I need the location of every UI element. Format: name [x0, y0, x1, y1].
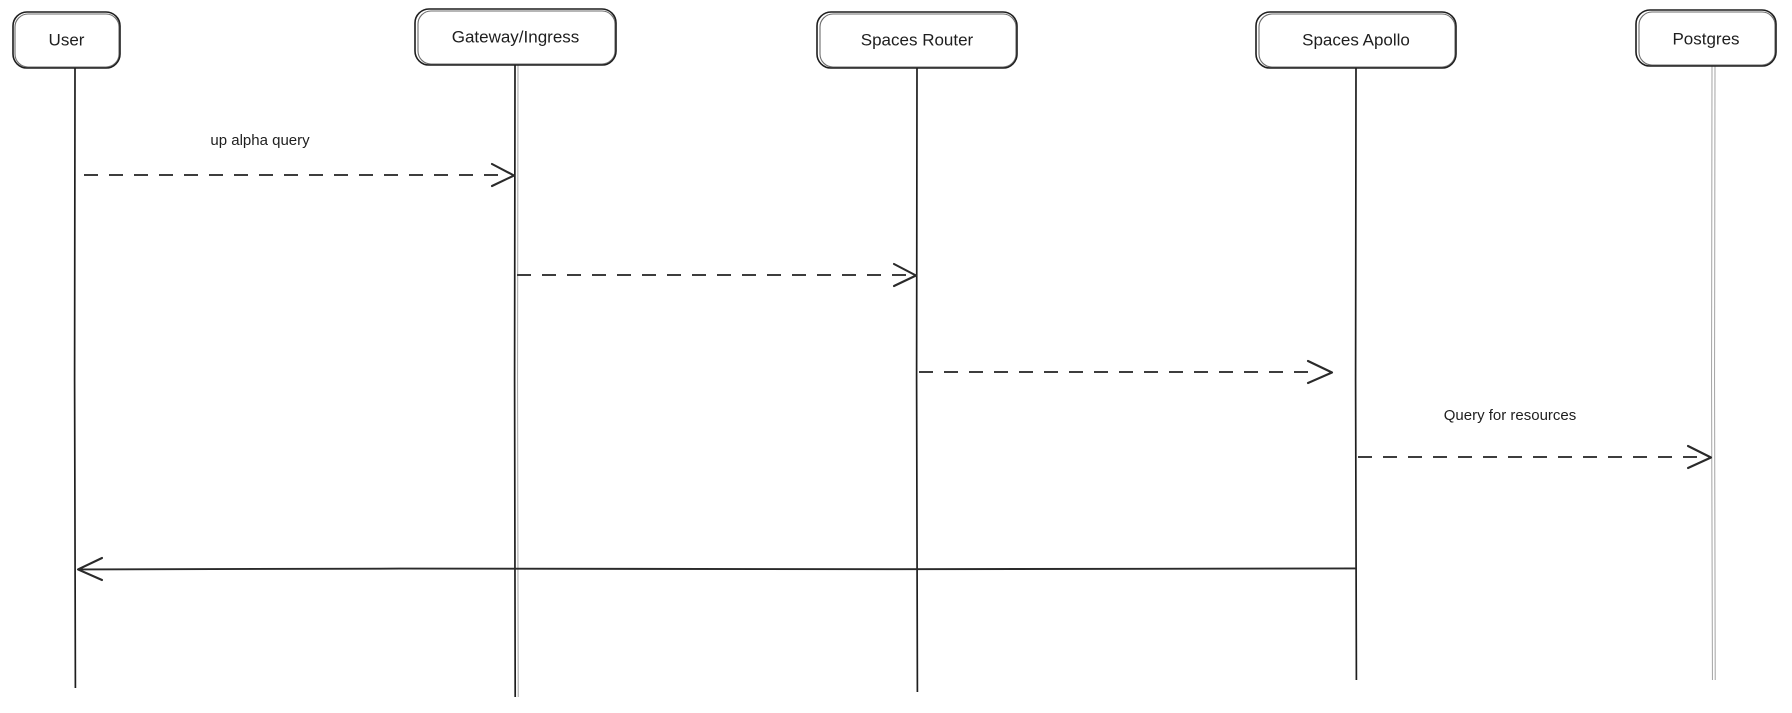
- participant-label: Spaces Router: [861, 30, 974, 49]
- lifeline-postgres-line: [1711, 65, 1713, 681]
- participant-box-sketch-outline: [1258, 13, 1456, 68]
- participant-box: [414, 8, 617, 66]
- lifelines-layer: [73, 64, 1716, 698]
- lifeline-gateway-ghost: [517, 64, 519, 698]
- message-query-for-resources[interactable]: Query for resources: [1358, 407, 1713, 470]
- message-up-alpha-query[interactable]: up alpha query: [84, 132, 516, 188]
- participant-user[interactable]: User: [12, 11, 121, 69]
- participant-spaces-apollo[interactable]: Spaces Apollo: [1255, 11, 1457, 69]
- participants-layer: User Gateway/Ingress Spaces Router Space…: [12, 8, 1777, 69]
- message-label: up alpha query: [210, 132, 310, 149]
- participant-box-sketch-outline: [417, 10, 616, 65]
- message-line: [79, 567, 1357, 571]
- lifeline-user: [73, 67, 77, 689]
- participant-postgres[interactable]: Postgres: [1635, 9, 1777, 67]
- participant-box-sketch-outline: [14, 13, 120, 68]
- message-gateway-to-router[interactable]: [517, 262, 918, 288]
- message-label: Query for resources: [1444, 407, 1577, 424]
- lifeline-gateway-line: [513, 64, 517, 698]
- lifeline-spaces-apollo-line: [1354, 67, 1358, 681]
- participant-label: Gateway/Ingress: [452, 27, 580, 46]
- participant-gateway[interactable]: Gateway/Ingress: [414, 8, 617, 66]
- participant-box: [12, 11, 121, 69]
- lifeline-spaces-router: [915, 67, 919, 693]
- lifeline-gateway: [513, 64, 519, 698]
- arrowhead-right-icon: [1306, 359, 1334, 385]
- arrowhead-right-icon: [1686, 444, 1713, 470]
- messages-layer: up alpha query Query for resources: [76, 132, 1713, 582]
- message-router-to-apollo[interactable]: [919, 359, 1334, 385]
- participant-box: [816, 11, 1018, 69]
- arrowhead-right-icon: [892, 262, 918, 288]
- participant-label: User: [49, 30, 85, 49]
- participant-label: Postgres: [1672, 29, 1739, 48]
- participant-box-sketch-outline: [1638, 11, 1776, 66]
- arrowhead-right-icon: [490, 162, 516, 188]
- lifeline-postgres: [1711, 65, 1716, 681]
- arrowhead-left-icon: [76, 556, 104, 582]
- message-return-to-user[interactable]: [76, 556, 1357, 582]
- participant-label: Spaces Apollo: [1302, 30, 1410, 49]
- lifeline-spaces-router-line: [915, 67, 919, 693]
- participant-box: [1635, 9, 1777, 67]
- lifeline-user-line: [73, 67, 77, 689]
- participant-box: [1255, 11, 1457, 69]
- lifeline-postgres-ghost: [1714, 65, 1716, 681]
- participant-box-sketch-outline: [819, 13, 1017, 68]
- participant-spaces-router[interactable]: Spaces Router: [816, 11, 1018, 69]
- lifeline-spaces-apollo: [1354, 67, 1358, 681]
